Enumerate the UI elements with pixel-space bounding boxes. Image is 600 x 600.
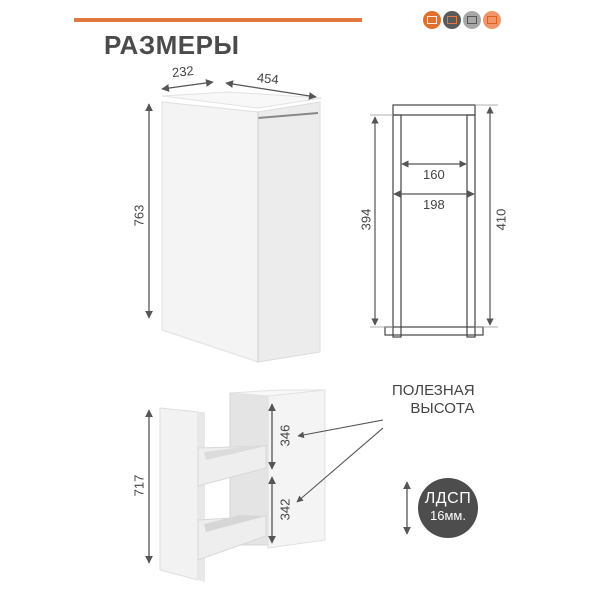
accent-bar <box>74 18 362 22</box>
useful-height-label: ПОЛЕЗНАЯ ВЫСОТА <box>392 382 475 418</box>
page-title: РАЗМЕРЫ <box>104 30 240 60</box>
material-icon-dark <box>443 11 461 29</box>
badge-thickness: 16мм. <box>430 508 466 523</box>
section-view <box>370 104 498 338</box>
dim-lower-shelf: 342 <box>277 498 293 521</box>
material-badge: ЛДСП 16мм. <box>418 478 478 538</box>
dim-open-height: 717 <box>131 474 147 497</box>
material-icons <box>423 11 501 29</box>
dim-inner-height: 394 <box>358 208 374 231</box>
dim-outer-width: 198 <box>423 197 445 212</box>
material-icon-light-orange <box>483 11 501 29</box>
dim-inner-width: 160 <box>423 167 445 182</box>
dim-width: 454 <box>256 69 280 88</box>
material-icon-grey <box>463 11 481 29</box>
badge-material: ЛДСП <box>424 490 472 507</box>
useful-height-line1: ПОЛЕЗНАЯ <box>392 382 475 399</box>
material-icon-orange <box>423 11 441 29</box>
useful-height-line2: ВЫСОТА <box>410 400 475 417</box>
dim-outer-height: 410 <box>493 208 509 231</box>
dim-height: 763 <box>131 204 147 227</box>
open-cabinet <box>145 389 384 582</box>
dim-depth: 232 <box>171 62 195 81</box>
closed-cabinet <box>145 79 323 363</box>
dim-upper-shelf: 346 <box>277 424 293 447</box>
